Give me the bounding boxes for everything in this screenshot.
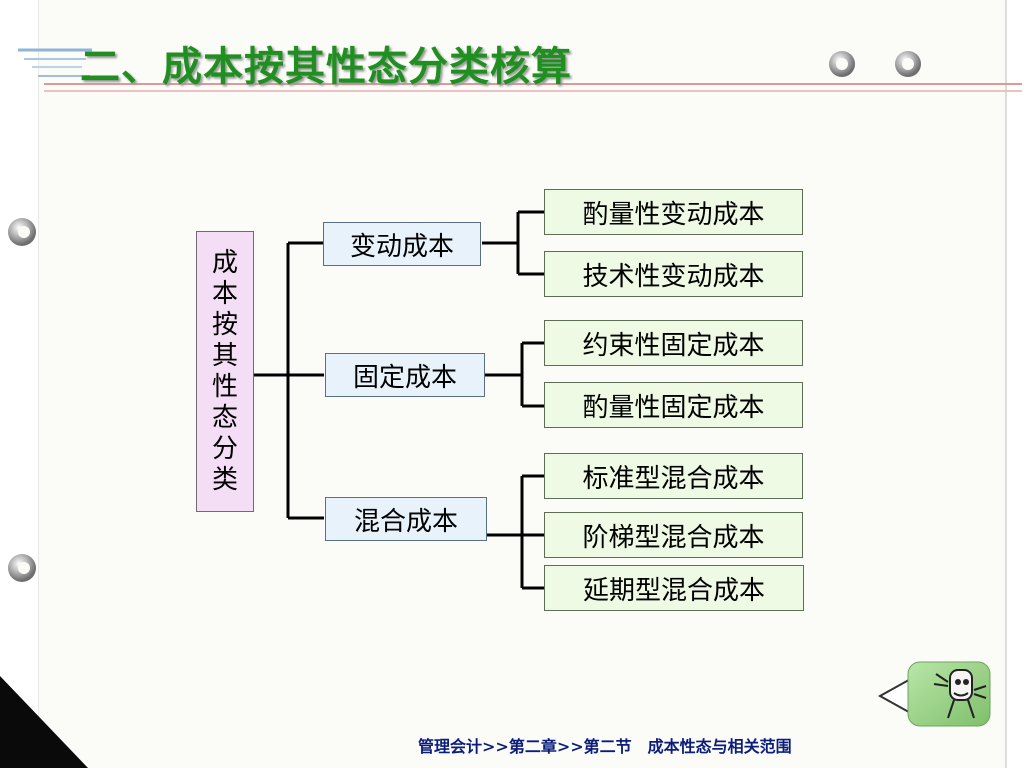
root-char: 其 (211, 340, 238, 371)
category-node-variable-cost: 变动成本 (323, 222, 481, 266)
root-char: 按 (211, 309, 238, 340)
root-char: 本 (211, 278, 238, 309)
left-arrow-cartoon-icon (933, 669, 987, 719)
slide-title: 二、成本按其性态分类核算 (80, 44, 572, 90)
category-node-fixed-cost: 固定成本 (325, 353, 485, 397)
root-char: 分 (211, 433, 238, 464)
leaf-node: 阶梯型混合成本 (544, 512, 803, 558)
back-button[interactable] (876, 660, 994, 732)
root-node: 成 本 按 其 性 态 分 类 (196, 231, 254, 512)
root-char: 性 (211, 371, 238, 402)
title-decoration-lines (18, 48, 1022, 92)
binder-ring-icon (8, 554, 36, 582)
binder-ring-icon (829, 51, 855, 77)
footer-breadcrumb: 管理会计>>第二章>>第二节 成本性态与相关范围 (418, 737, 792, 756)
leaf-node: 标准型混合成本 (544, 453, 803, 499)
root-char: 成 (211, 247, 238, 278)
leaf-node: 酌量性固定成本 (544, 382, 803, 428)
category-node-mixed-cost: 混合成本 (325, 497, 487, 541)
leaf-node: 延期型混合成本 (544, 565, 804, 611)
leaf-node: 约束性固定成本 (544, 320, 803, 366)
leaf-node: 技术性变动成本 (544, 251, 803, 297)
binder-ring-icon (895, 51, 921, 77)
page-corner-decoration (0, 676, 88, 768)
root-char: 态 (211, 402, 238, 433)
leaf-node: 酌量性变动成本 (544, 189, 803, 235)
root-char: 类 (211, 464, 238, 495)
binder-ring-icon (8, 218, 36, 246)
